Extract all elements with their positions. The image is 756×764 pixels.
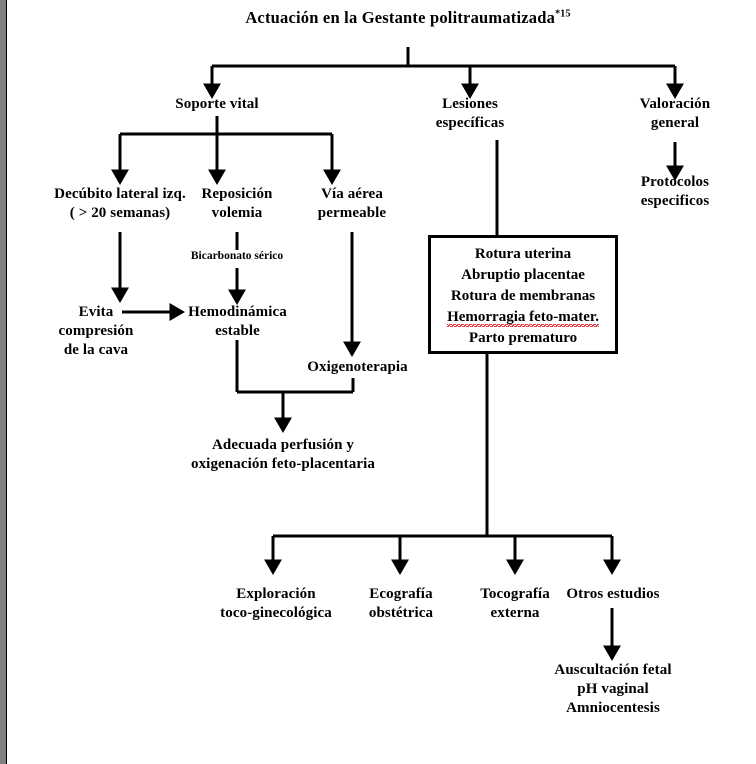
node-ecografia-obstetrica[interactable]: Ecografía obstétrica — [368, 586, 434, 621]
node-lesiones-especificas[interactable]: Lesiones específicas — [435, 96, 505, 131]
page-title-text: Actuación en la Gestante politraumatizad… — [245, 8, 556, 27]
window-left-gutter[interactable] — [0, 0, 7, 764]
node-exploracion-toco-ginecologica[interactable]: Exploración toco-ginecológica — [220, 586, 332, 621]
framed-box-line-5: Parto prematuro — [468, 330, 578, 346]
edge-label-bicarbonato-serico: Bicarbonato sérico — [190, 250, 284, 262]
framed-box-lesiones[interactable]: Rotura uterina Abruptio placentae Rotura… — [428, 235, 618, 354]
node-reposicion-volemia[interactable]: Reposición volemia — [201, 186, 273, 221]
node-hemodinamica-estable[interactable]: Hemodinámica estable — [188, 304, 287, 339]
node-protocolos-especificos[interactable]: Protocolos especificos — [640, 174, 710, 209]
node-soporte-vital[interactable]: Soporte vital — [175, 96, 259, 112]
framed-box-line-4: Hemorragia feto-mater. — [431, 307, 615, 328]
node-via-aerea-permeable[interactable]: Vía aérea permeable — [317, 186, 387, 221]
node-auscultacion-fetal[interactable]: Auscultación fetal pH vaginal Amniocente… — [554, 662, 672, 716]
page-title-superscript: *15 — [555, 8, 571, 20]
node-tocografia-externa[interactable]: Tocografía externa — [480, 586, 550, 621]
node-oxigenoterapia[interactable]: Oxigenoterapia — [307, 359, 408, 375]
node-adecuada-perfusion[interactable]: Adecuada perfusión y oxigenación feto-pl… — [190, 437, 375, 472]
framed-box-line-2: Abruptio placentae — [461, 267, 585, 283]
framed-box-line-3: Rotura de membranas — [450, 288, 596, 304]
node-valoracion-general[interactable]: Valoración general — [639, 96, 711, 131]
node-evita-compresion-cava[interactable]: Evita compresión de la cava — [58, 304, 134, 358]
node-otros-estudios[interactable]: Otros estudios — [566, 586, 660, 602]
page-title: Actuación en la Gestante politraumatizad… — [178, 8, 638, 28]
node-decubito-lateral[interactable]: Decúbito lateral izq. ( > 20 semanas) — [54, 186, 186, 221]
framed-box-line-1: Rotura uterina — [474, 246, 572, 262]
framed-box-line-4-text: Hemorragia feto-mater. — [447, 309, 599, 327]
